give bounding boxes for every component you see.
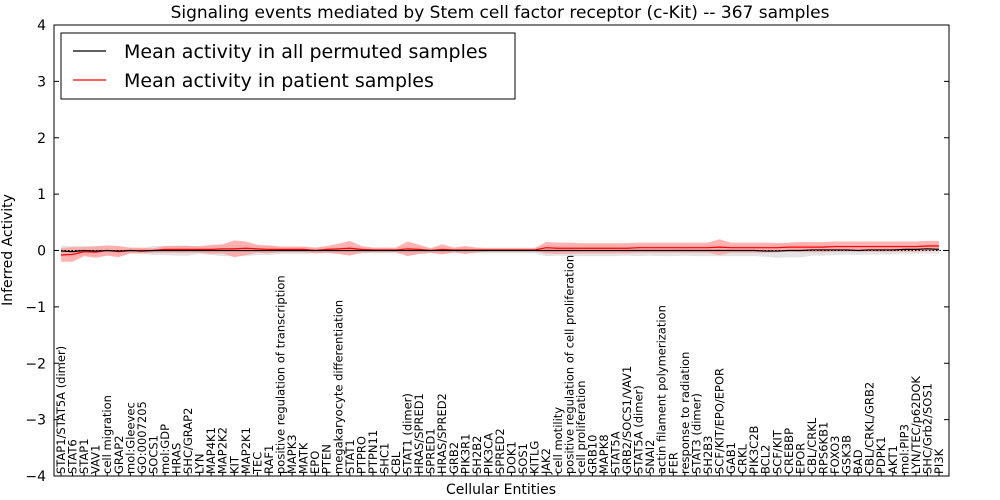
y-tick-label: 3 <box>37 74 46 90</box>
x-tick-label: cell proliferation <box>574 380 588 474</box>
x-tick-label: STAP1/STAT5A (dimer) <box>54 346 68 474</box>
x-tick-label: megakaryocyte differentiation <box>331 300 345 474</box>
x-tick-label: CREBBP <box>782 428 796 474</box>
x-tick-label: CBL/CRKL/GRB2 <box>863 382 877 474</box>
x-tick-label: SH2B3 <box>701 436 715 474</box>
legend-box <box>60 32 516 100</box>
x-tick-label: KIT <box>227 455 241 474</box>
x-tick-label: GRB2 <box>447 442 461 474</box>
x-tick-label: RPS6KB1 <box>816 422 830 474</box>
y-tick-label: −2 <box>25 356 46 372</box>
x-tick-label: SH2B2 <box>470 436 484 474</box>
chart-title: Signaling events mediated by Stem cell f… <box>171 3 830 23</box>
x-tick-label: CRKL <box>736 443 750 474</box>
x-tick-label: EPO <box>308 451 322 474</box>
x-tick-label: SCF/KIT/EPO/EPOR <box>713 368 727 474</box>
x-tick-label: KITLG <box>528 441 542 474</box>
x-tick-label: GRAP2 <box>112 435 126 474</box>
x-tick-label: SHC1 <box>377 443 391 474</box>
x-tick-label: MATK <box>297 442 311 474</box>
x-tick-label: SNAI2 <box>643 440 657 474</box>
x-tick-label: AKT1 <box>886 445 900 474</box>
x-tick-label: VAV1 <box>89 445 103 474</box>
x-axis-label: Cellular Entities <box>446 482 556 498</box>
y-axis: 4 3 2 1 0 −1 −2 −3 −4 <box>25 18 949 485</box>
x-tick-label: SHC/Grb2/SOS1 <box>920 383 934 474</box>
y-axis-label: Inferred Activity <box>0 194 16 306</box>
x-tick-label: SOS1 <box>516 443 530 474</box>
x-tick-label: response to radiation <box>678 352 692 474</box>
x-tick-label: PTEN <box>320 444 334 474</box>
x-tick-label: SCF/KIT <box>770 429 784 474</box>
x-tick-label: PIK3R1 <box>458 434 472 475</box>
x-tick-label: PDPK1 <box>874 436 888 474</box>
legend: Mean activity in all permuted samples Me… <box>60 32 516 100</box>
y-tick-label: −1 <box>25 300 46 316</box>
x-tick-label: STAT5A (dimer) <box>632 385 646 474</box>
x-tick-label: BCL2 <box>759 445 773 474</box>
x-tick-label: GSK3B <box>840 435 854 474</box>
x-tick-label: STAT1 (dimer) <box>401 393 415 474</box>
x-tick-label: SHC/GRAP2 <box>181 408 195 474</box>
y-tick-label: −4 <box>25 469 46 485</box>
x-tick-label: MAP2K2 <box>216 427 230 474</box>
x-tick-label: MAP2K1 <box>239 427 253 474</box>
x-tick-label: SOCS1 <box>146 435 160 474</box>
x-tick-label: LYN <box>193 453 207 474</box>
x-tick-label: positive regulation of cell proliferatio… <box>562 255 576 474</box>
x-tick-label: RAF1 <box>262 445 276 474</box>
x-tick-label: MAP4K1 <box>204 427 218 474</box>
x-tick-label: cell motility <box>551 407 565 474</box>
x-tick-label: PIK3CA <box>481 433 495 474</box>
x-tick-label: PTPRO <box>354 436 368 474</box>
x-tick-label: STAT5A <box>609 431 623 474</box>
x-tick-label: GO:0007205 <box>135 401 149 474</box>
legend-label-patient: Mean activity in patient samples <box>124 70 434 92</box>
x-tick-label: MAPK8 <box>597 434 611 474</box>
x-tick-label: GRB2/SOCS1/VAV1 <box>620 366 634 474</box>
legend-label-perm: Mean activity in all permuted samples <box>124 41 487 63</box>
x-tick-label: SPRED1 <box>424 428 438 474</box>
x-tick-label: mol:PIP3 <box>897 424 911 474</box>
plot-area <box>54 239 949 262</box>
x-tick-label: SPRED2 <box>493 428 507 474</box>
x-tick-label: FOXO3 <box>828 436 842 474</box>
x-tick-label: actin filament polymerization <box>655 305 669 474</box>
x-tick-label: HRAS <box>170 443 184 474</box>
x-tick-label: PI3K <box>932 448 946 474</box>
x-tick-label: FER <box>666 452 680 474</box>
x-tick-label: positive regulation of transcription <box>274 275 288 474</box>
x-tick-label: STAT6 <box>66 439 80 474</box>
x-tick-label: PTPN11 <box>366 430 380 474</box>
x-tick-label: STAT1 <box>343 439 357 474</box>
x-tick-label: LYN/TEC/p62DOK <box>909 376 923 474</box>
y-tick-label: 4 <box>37 18 46 34</box>
x-tick-label: DOK1 <box>505 441 519 474</box>
x-tick-label: CBL <box>389 451 403 474</box>
y-tick-label: 1 <box>37 187 46 203</box>
x-tick-label: PIK3C2B <box>747 425 761 474</box>
x-tick-label: JAK2 <box>539 448 553 475</box>
x-tick-label: CBL/CRKL <box>805 417 819 474</box>
x-tick-label: HRAS/SPRED2 <box>435 393 449 474</box>
x-tick-label: MAPK3 <box>285 434 299 474</box>
y-tick-label: −3 <box>25 413 46 429</box>
x-tick-label: TEC <box>250 452 264 475</box>
x-tick-label: GAB1 <box>724 442 738 474</box>
x-tick-label: STAP1 <box>77 438 91 474</box>
x-tick-label: HRAS/SPRED1 <box>412 393 426 474</box>
x-tick-label: GRB10 <box>585 435 599 474</box>
y-tick-label: 0 <box>37 244 46 260</box>
y-tick-label: 2 <box>37 131 46 147</box>
x-tick-label: cell migration <box>100 395 114 474</box>
x-tick-label: BAD <box>851 449 865 474</box>
x-tick-label: EPOR <box>793 443 807 474</box>
series-line-permuted <box>60 248 940 253</box>
x-tick-label: mol:GDP <box>158 424 172 474</box>
x-tick-label: STAT3 (dimer) <box>689 393 703 474</box>
x-tick-label: mol:Gleevec <box>123 402 137 474</box>
